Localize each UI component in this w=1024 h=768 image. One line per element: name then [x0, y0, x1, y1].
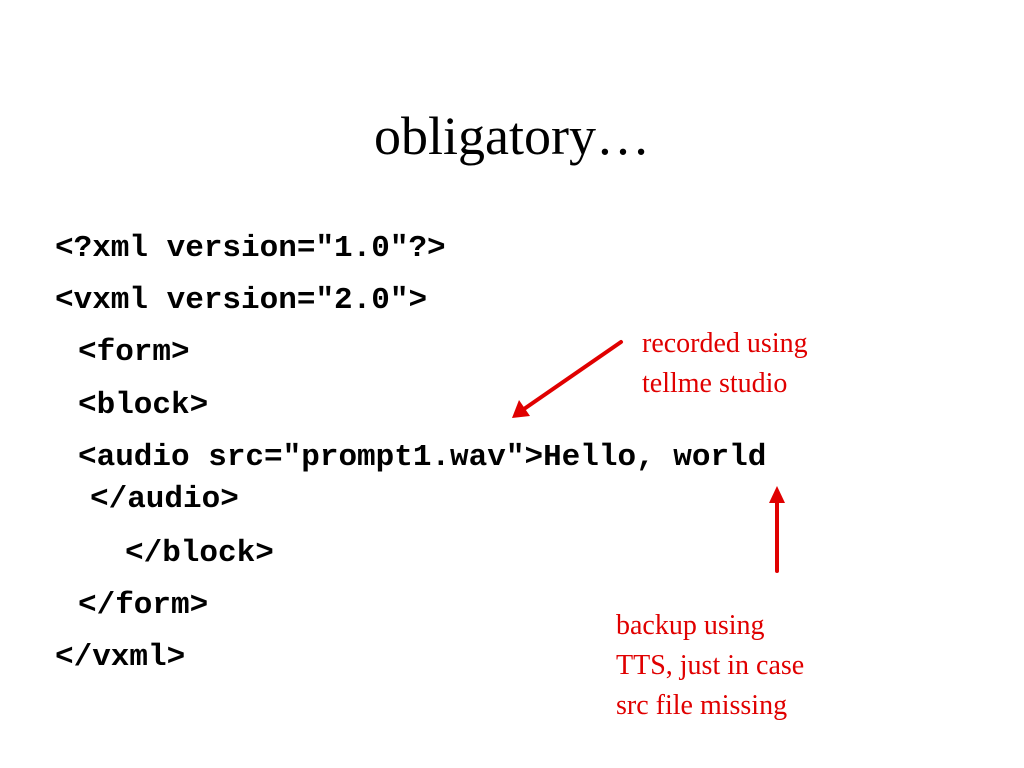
- annotation-recorded-line-1: recorded using: [642, 328, 808, 359]
- annotation-backup-line-2: TTS, just in case: [616, 650, 805, 681]
- code-line-vxml-open: <vxml version="2.0">: [55, 283, 428, 318]
- code-line-audio-open: <audio src="prompt1.wav">Hello, world: [78, 440, 767, 475]
- code-line-audio-close: </audio>: [90, 482, 239, 517]
- code-line-xml-declaration: <?xml version="1.0"?>: [55, 231, 446, 266]
- annotation-backup-line-1: backup using: [616, 610, 765, 641]
- arrow-recorded: [512, 340, 623, 418]
- code-line-block-close: </block>: [125, 536, 274, 571]
- code-line-block-open: <block>: [78, 388, 209, 423]
- code-line-form-close: </form>: [78, 588, 209, 623]
- annotation-recorded-line-2: tellme studio: [642, 368, 788, 399]
- code-line-vxml-close: </vxml>: [55, 640, 186, 675]
- arrow-backup: [769, 486, 785, 573]
- slide-title: obligatory…: [374, 106, 650, 166]
- annotation-backup-line-3: src file missing: [616, 690, 788, 721]
- code-line-form-open: <form>: [78, 335, 190, 370]
